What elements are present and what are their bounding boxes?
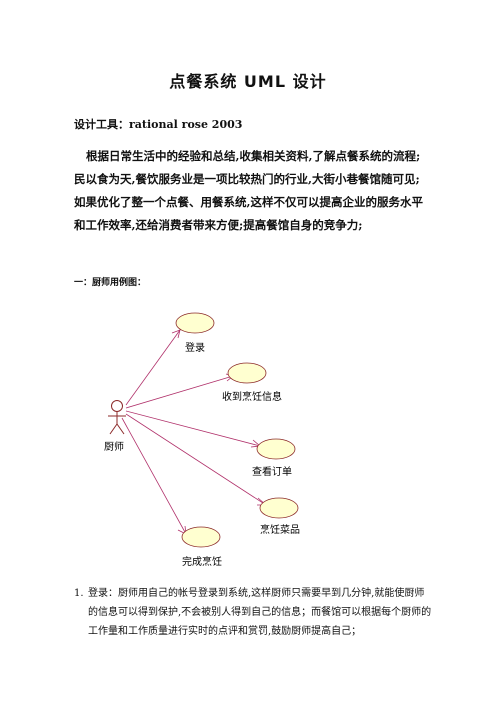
usecase-login-ellipse — [175, 312, 215, 334]
usecase-cook-ellipse — [259, 497, 299, 519]
usecase-complete-ellipse — [181, 526, 221, 548]
page-title: 点餐系统 UML 设计 — [169, 72, 327, 91]
list-item-number: 1. — [74, 588, 84, 599]
usecase-view-order-label: 查看订单 — [252, 467, 292, 478]
association-login — [125, 329, 181, 406]
association-cook — [125, 413, 267, 506]
usecase-complete-label: 完成烹饪 — [182, 557, 222, 568]
actor-label: 厨师 — [104, 442, 124, 453]
section-heading: 一：厨师用例图： — [74, 278, 147, 288]
usecase-receive-ellipse — [227, 362, 267, 384]
association-complete — [121, 417, 187, 535]
usecase-login-label: 登录 — [185, 343, 205, 354]
association-receive — [125, 375, 234, 409]
association-view-order — [125, 410, 261, 447]
design-tool-line: 设计工具：rational rose 2003 — [74, 118, 243, 131]
arrowheads — [171, 329, 268, 535]
intro-paragraph: 根据日常生活中的经验和总结,收集相关资料,了解点餐系统的流程;民以食为天,餐饮服… — [74, 149, 423, 232]
association-lines — [121, 329, 267, 535]
actor-figure — [108, 400, 126, 435]
list-item-text: 登录：厨师用自己的帐号登录到系统,这样厨师只需要早到几分钟,就能使厨师的信息可以… — [88, 588, 432, 637]
usecase-receive-label: 收到烹饪信息 — [222, 392, 282, 403]
usecase-cook-label: 烹饪菜品 — [260, 525, 300, 536]
usecase-view-order-ellipse — [256, 438, 296, 460]
list-item: 1. 登录：厨师用自己的帐号登录到系统,这样厨师只需要早到几分钟,就能使厨师的信… — [74, 584, 434, 641]
